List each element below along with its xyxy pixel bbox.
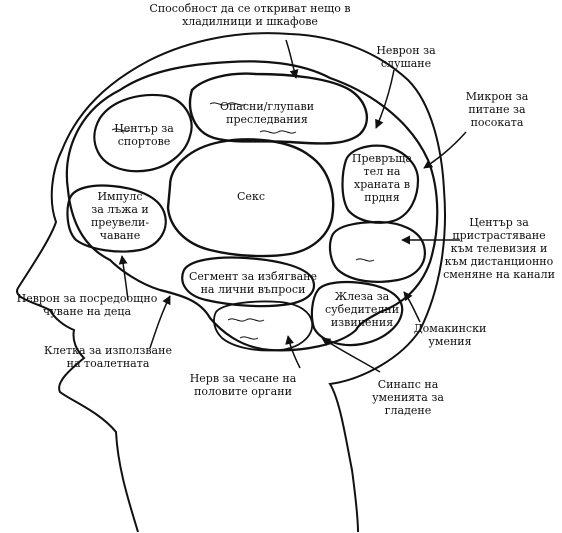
label-ability-find: Способност да се откриват нещо в хладилн…: [149, 2, 351, 28]
label-scratch: Нерв за чесане на половите органи: [189, 372, 297, 398]
label-tv-center: Център за пристрастяване към телевизия и…: [443, 216, 555, 281]
label-micron-shoes: Микрон за питане за посоката: [465, 90, 529, 129]
label-sports: Център за спортове: [114, 122, 174, 148]
left-lobe: [93, 93, 193, 173]
label-synapse: Синапс на уменията за гладене: [372, 378, 444, 417]
label-turner: Превръща тел на храната в прдня: [351, 152, 413, 204]
label-impulse: Импулс за лъжа и преувели- чаване: [90, 190, 150, 242]
label-home-skills: Домакински умения: [413, 322, 487, 348]
central-lobe: [166, 138, 335, 258]
label-avoid-segment: Сегмент за избягване на лични въпроси: [189, 270, 317, 296]
label-neuron-kids: Неврон за посредоощно чуване на деца: [16, 292, 158, 318]
top-lobe: [188, 72, 369, 145]
head-outline: [15, 32, 446, 533]
cerebellum: [213, 300, 313, 352]
label-dangerous: Опасни/глупави преследвания: [219, 100, 315, 126]
label-gland: Жлеза за субедителни извинения: [324, 290, 400, 329]
impulse-lobe: [66, 184, 167, 253]
label-toilet: Клетка за използване на тоалетната: [44, 344, 172, 370]
gyri-texture: [111, 102, 375, 340]
right-top-lobe: [341, 144, 420, 224]
brain-outline: [65, 60, 439, 352]
avoid-lobe: [181, 256, 316, 308]
label-sex: Секс: [237, 190, 265, 203]
gland-lobe: [310, 280, 404, 347]
right-tv-lobe: [328, 220, 426, 283]
leader-lines: [118, 39, 467, 373]
label-neuron-listen: Неврон за слушане: [376, 44, 436, 70]
